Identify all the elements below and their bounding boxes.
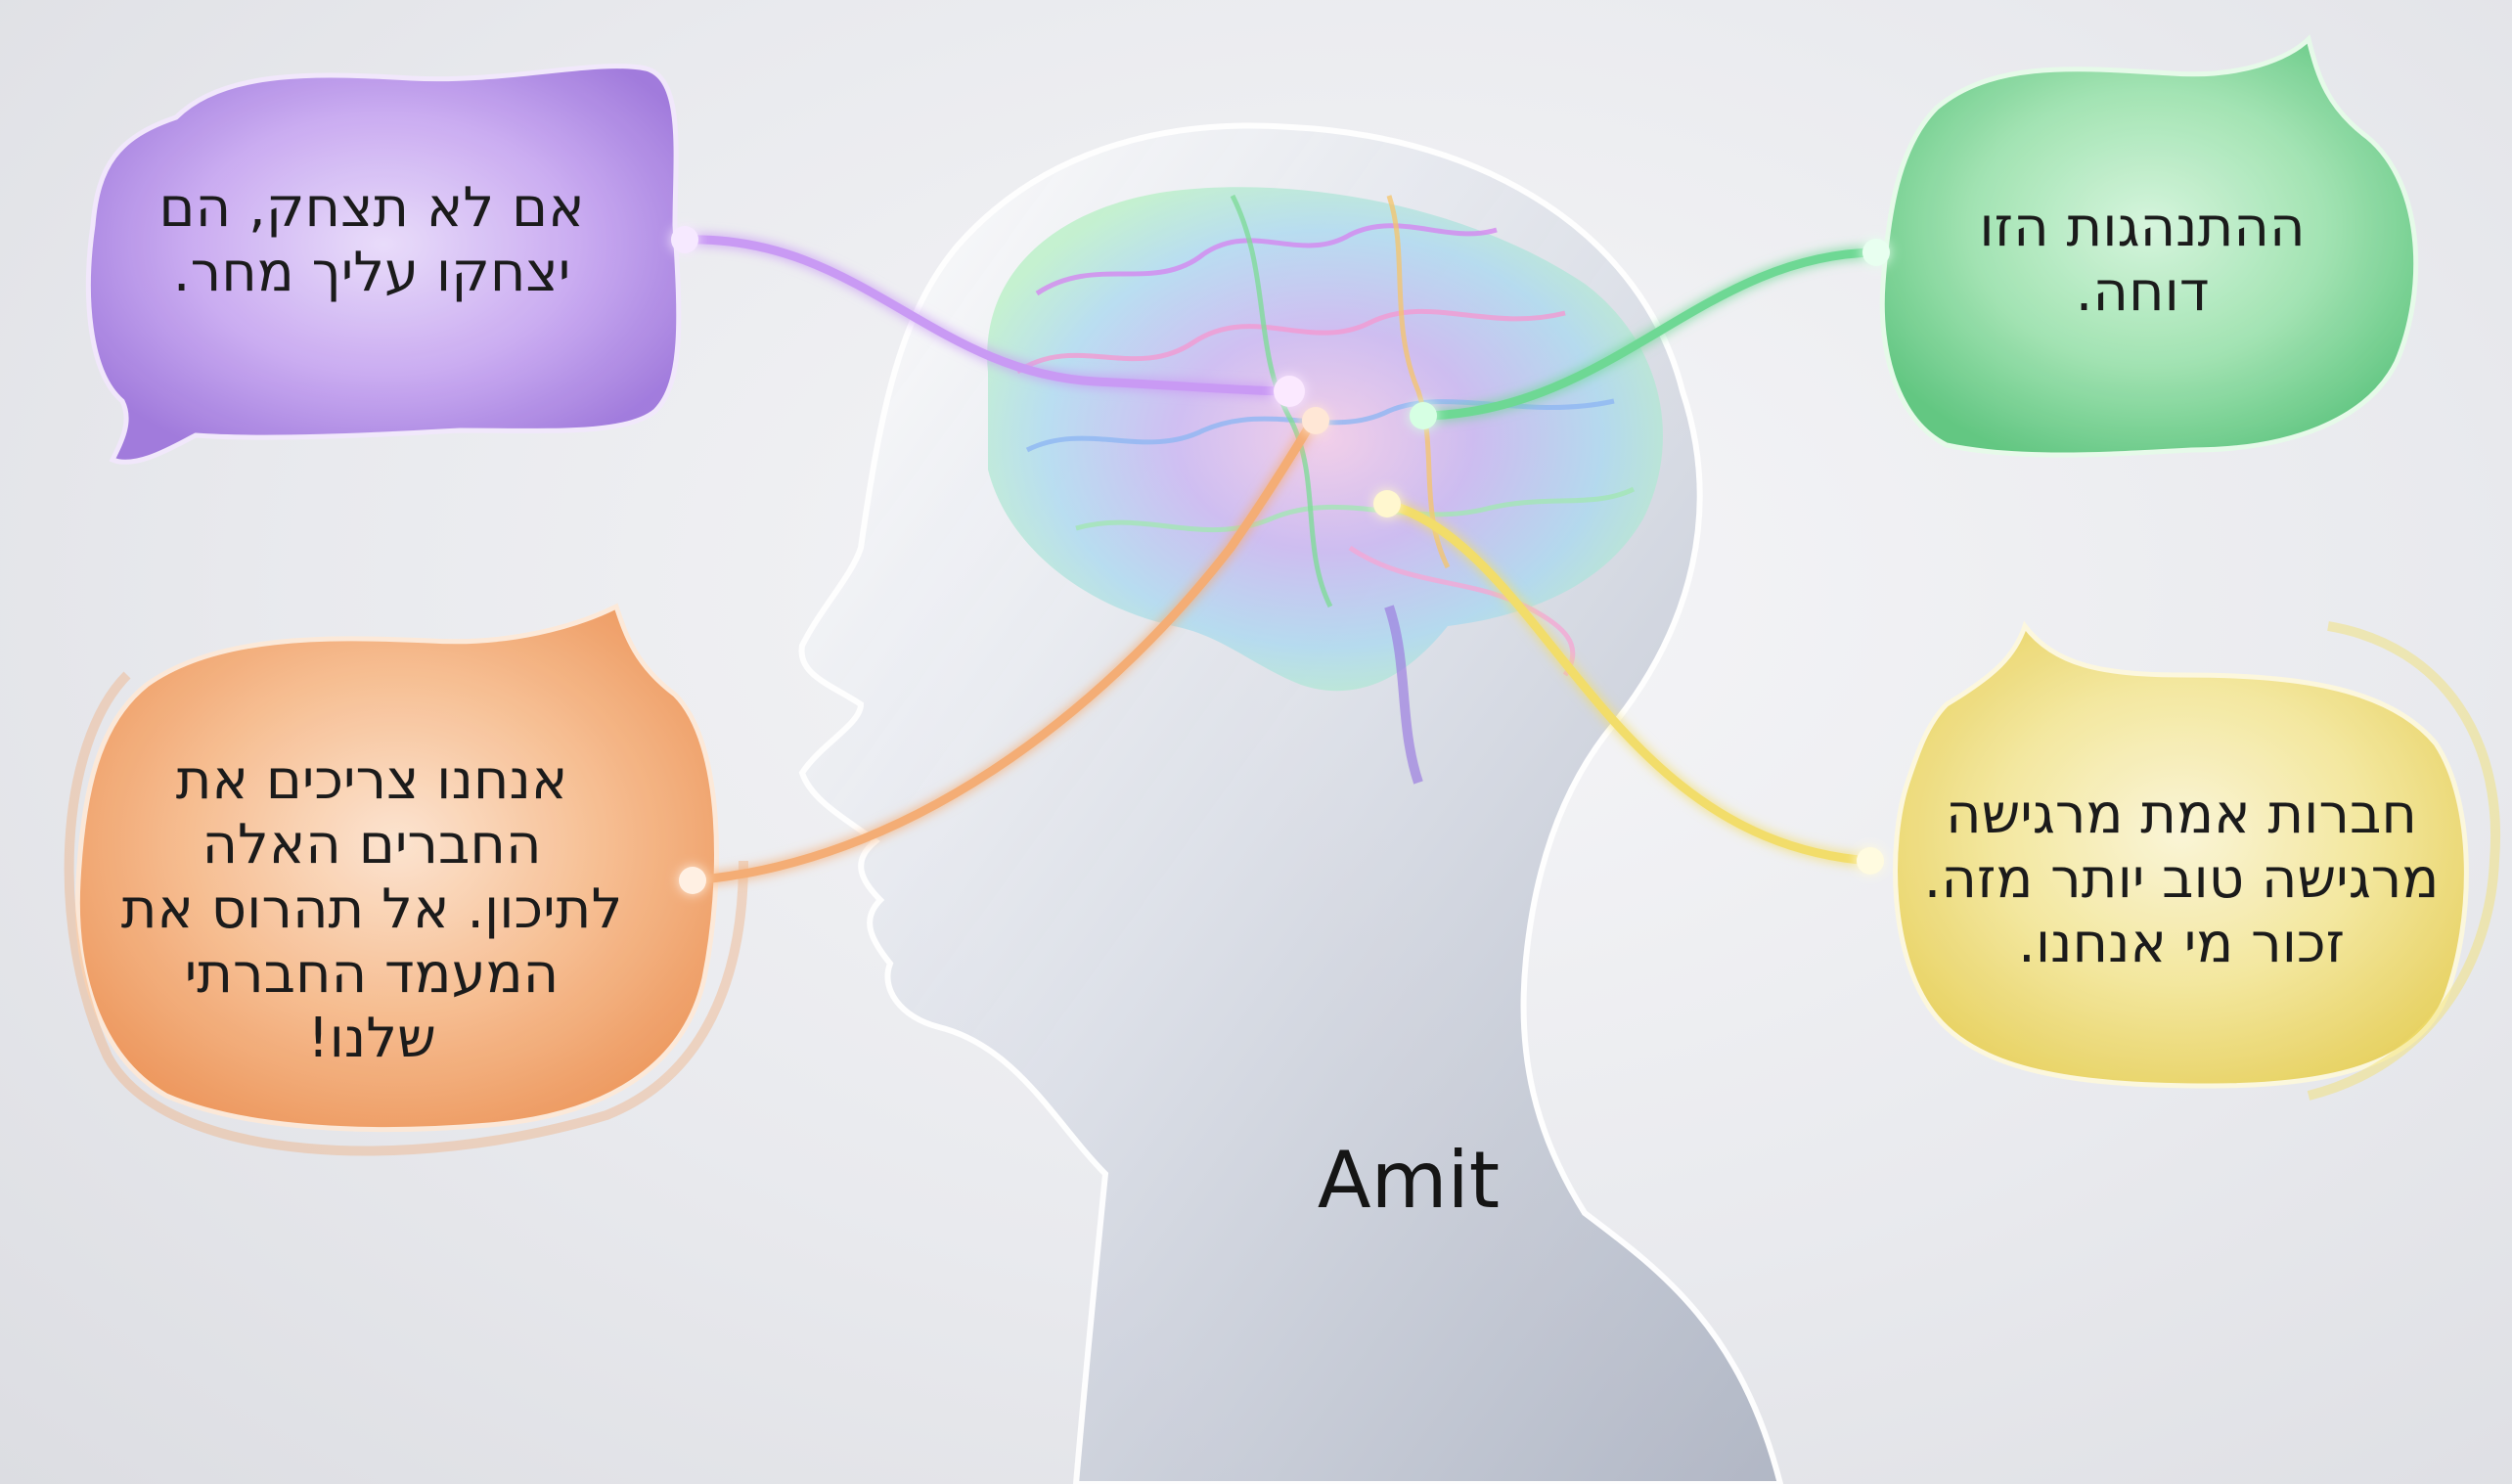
person-name-label: Amit: [1291, 1135, 1526, 1226]
green-brain-node: [1410, 402, 1437, 429]
orange-bubble-line: המעמד החברתי: [108, 942, 636, 1007]
green-bubble-line: דוחה.: [1927, 260, 2357, 325]
orange-bubble-line: אנחנו צריכים את: [108, 748, 636, 813]
orange-bubble-line: לתיכון. אל תהרוס את: [108, 877, 636, 942]
green-bubble-line: ההתנהגות הזו: [1927, 196, 2357, 260]
orange-bubble-text: אנחנו צריכים את החברים האלה לתיכון. אל ת…: [108, 748, 636, 1071]
yellow-bubble-text: חברות אמת מרגישה מרגישה טוב יותר מזה. זכ…: [1907, 783, 2455, 976]
purple-bubble-node: [671, 226, 698, 253]
yellow-bubble-line: זכור מי אנחנו.: [1907, 912, 2455, 976]
purple-brain-node: [1274, 376, 1305, 407]
purple-bubble-line: יצחקו עליך מחר.: [137, 241, 606, 305]
orange-bubble-line: שלנו!: [108, 1007, 636, 1071]
yellow-bubble-node: [1857, 847, 1884, 875]
yellow-bubble-line: חברות אמת מרגישה: [1907, 783, 2455, 847]
purple-bubble-text: אם לא תצחק, הם יצחקו עליך מחר.: [137, 176, 606, 305]
orange-bubble-node: [679, 867, 706, 894]
yellow-bubble-line: מרגישה טוב יותר מזה.: [1907, 847, 2455, 912]
orange-bubble-line: החברים האלה: [108, 813, 636, 877]
purple-bubble-line: אם לא תצחק, הם: [137, 176, 606, 241]
green-bubble-node: [1862, 239, 1890, 266]
yellow-brain-node: [1373, 490, 1401, 517]
orange-brain-node: [1302, 407, 1329, 434]
green-bubble-text: ההתנהגות הזו דוחה.: [1927, 196, 2357, 325]
